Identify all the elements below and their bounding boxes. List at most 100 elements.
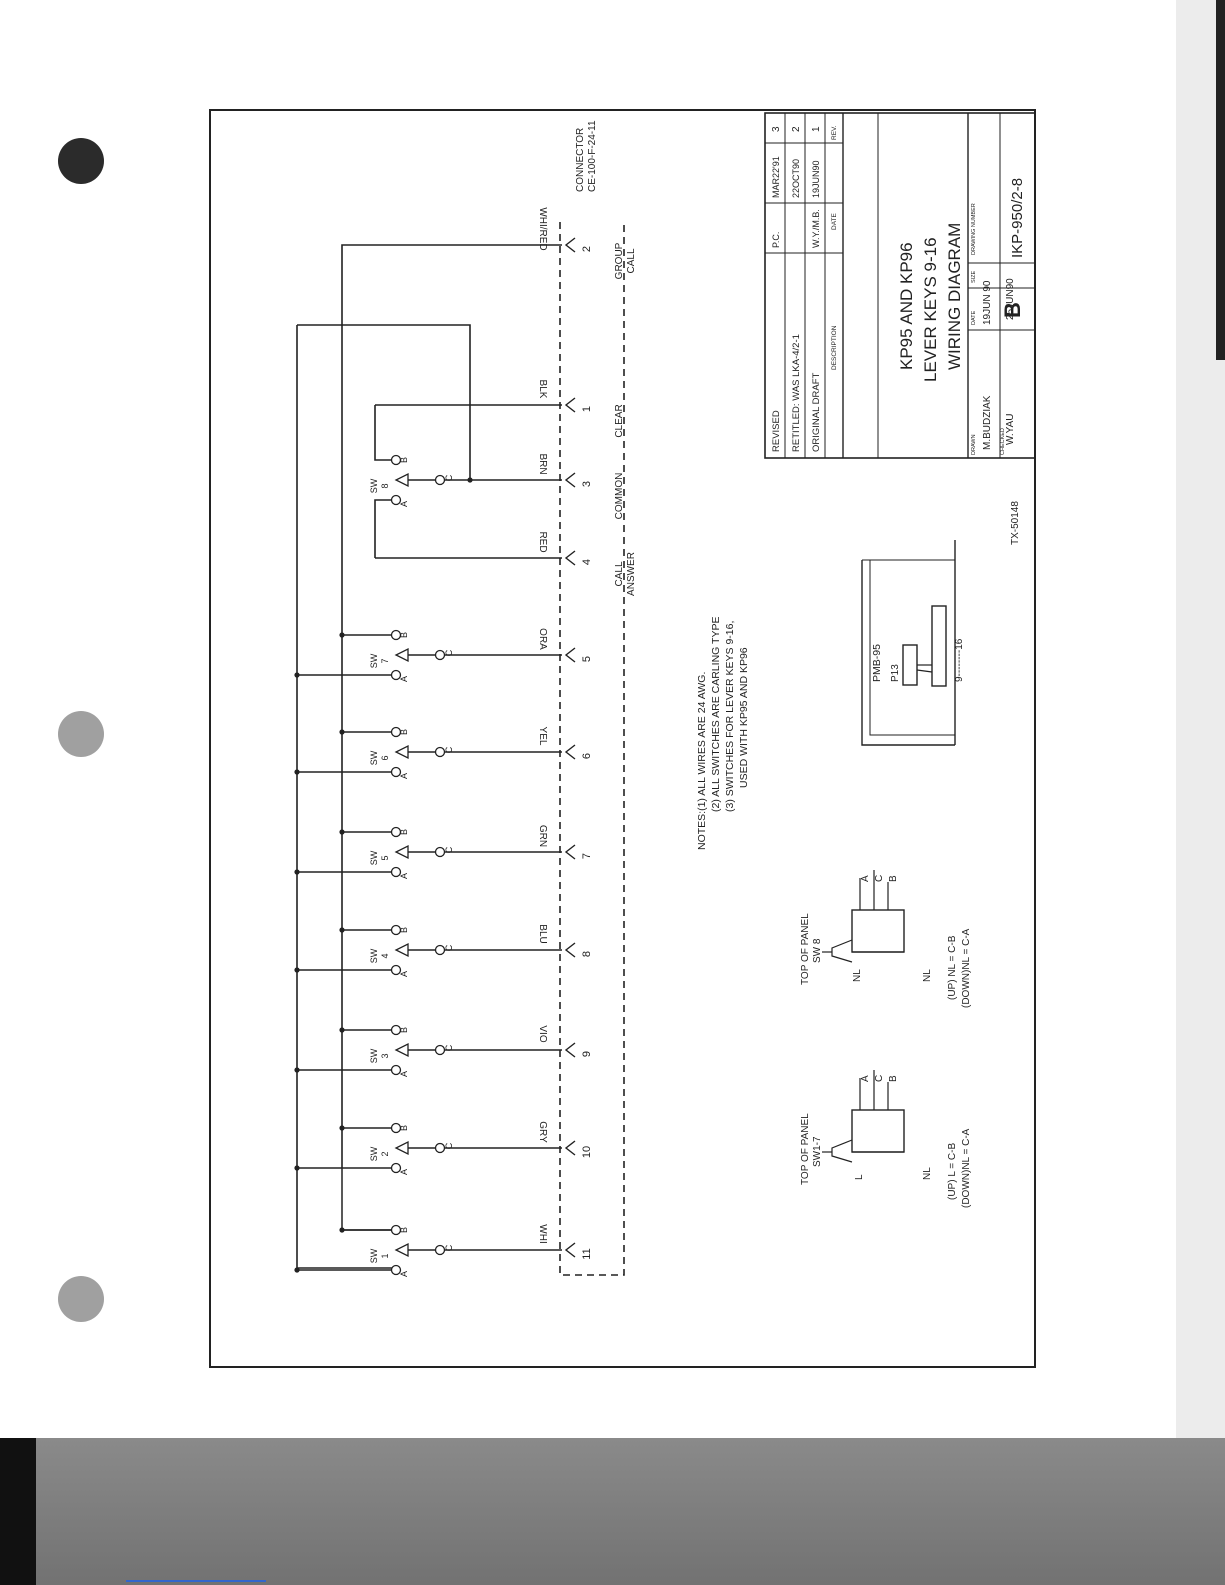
switch-terminal-b-label: B <box>399 1227 409 1233</box>
switch-label: SW <box>369 948 379 963</box>
contact-icon <box>564 1140 576 1156</box>
junction-dot <box>294 672 300 678</box>
wire-color-label: RED <box>537 531 548 552</box>
junction-dot <box>339 1125 345 1131</box>
pin-number: 11 <box>581 1248 593 1259</box>
contact-icon <box>564 397 576 413</box>
revision-description: ORIGINAL DRAFT <box>811 372 822 452</box>
panel-sw17-title-1: TOP OF PANEL <box>800 1113 811 1185</box>
switch-lever-icon <box>394 1242 409 1258</box>
switch-terminal-a-label: A <box>399 971 409 977</box>
drawing-size: B <box>1000 302 1025 318</box>
switch-lever-icon <box>394 1042 409 1058</box>
switch-terminal-b-label: B <box>399 1027 409 1033</box>
switch-label: SW <box>369 478 379 493</box>
pin-number: 2 <box>581 246 593 252</box>
switch-terminal-a-label: A <box>399 1271 409 1277</box>
rev-header-date: DATE <box>831 212 838 230</box>
checked-date: 25JUN90 <box>1005 278 1016 320</box>
signal-name: CALL <box>614 561 625 586</box>
drawing-number: IKP-950/2-8 <box>1009 178 1026 258</box>
panel-sw8-top-label: NL <box>852 969 863 982</box>
switch-terminal-c-label: C <box>444 1044 454 1051</box>
switch-number: 6 <box>380 755 390 760</box>
wire-color-label: GRY <box>537 1121 548 1143</box>
contact-icon <box>564 844 576 860</box>
revision-by: P.C. <box>771 232 781 248</box>
junction-dot <box>339 632 345 638</box>
panel-sw8-title-2: SW 8 <box>812 938 823 963</box>
switch-label: SW <box>369 1048 379 1063</box>
drawing-title-line-3: WIRING DIAGRAM <box>945 223 964 370</box>
panel-sw17-legend-up: (UP) L = C-B <box>947 1143 958 1200</box>
drawn-label: DRAWN <box>971 434 977 455</box>
drawing-title-line-2: LEVER KEYS 9-16 <box>921 237 940 382</box>
switch-terminal-c-label: C <box>444 1142 454 1149</box>
switch-terminal-a-label: A <box>399 773 409 779</box>
contact-icon <box>564 550 576 566</box>
wire-color-label: WHI/RED <box>537 207 548 250</box>
terminal-c-icon <box>434 944 446 956</box>
switch-terminal-c-label: C <box>444 1244 454 1251</box>
switch-number: 1 <box>380 1253 390 1258</box>
switch-terminal-c-label: C <box>444 746 454 753</box>
revision-number: 3 <box>771 126 782 132</box>
switch-terminal-b-label: B <box>399 1125 409 1131</box>
rev-header-description: DESCRIPTION <box>831 325 838 370</box>
junction-dot <box>294 869 300 875</box>
note-2: (2) ALL SWITCHES ARE CARLING TYPE <box>710 617 722 812</box>
notes-block: NOTES:(1) ALL WIRES ARE 24 AWG. (2) ALL … <box>696 617 750 850</box>
revision-number: 1 <box>811 126 822 132</box>
pin-number: 10 <box>581 1146 593 1158</box>
switch-terminal-b-label: B <box>399 729 409 735</box>
drawn-date: 19JUN 90 <box>982 280 993 325</box>
pin-number: 5 <box>581 656 593 662</box>
terminal-c-icon <box>434 746 446 758</box>
revision-description: REVISED <box>771 410 782 452</box>
panel-detail-sw1-7: TOP OF PANEL SW1-7 A C B L <box>800 1070 972 1208</box>
junction-dot <box>339 729 345 735</box>
revision-number: 2 <box>791 126 802 132</box>
wire-color-label: BLU <box>537 924 548 943</box>
wire-line <box>341 244 562 330</box>
pcb-detail: PMB-95 P13 9--------16 <box>861 540 965 746</box>
panel-sw8-title-1: TOP OF PANEL <box>800 913 811 985</box>
signal-name: CALL <box>626 248 637 273</box>
checked-by: W.YAU <box>1005 414 1016 445</box>
panel-sw17-bottom-label: NL <box>922 1167 933 1180</box>
scanner-band <box>0 1438 1225 1585</box>
checked-label: CHECKED <box>1000 428 1006 455</box>
pcb-board-label: PMB-95 <box>871 644 883 682</box>
pin-number: 7 <box>581 853 593 859</box>
contact-icon <box>564 472 576 488</box>
switch-terminal-a-label: A <box>399 1169 409 1175</box>
rev-header-rev: REV. <box>831 125 838 140</box>
panel-sw8-pin-b: B <box>888 875 899 882</box>
pin-number: 3 <box>581 481 593 487</box>
wire-color-label: WHI <box>537 1224 548 1243</box>
revision-description: RETITLED: WAS LKA-4/2-1 <box>791 334 802 452</box>
terminal-b-icon <box>390 454 402 466</box>
panel-sw17-legend-down: (DOWN)NL = C-A <box>961 1128 972 1208</box>
revision-by: W.Y./M.B. <box>811 209 821 248</box>
panel-sw8-bottom-label: NL <box>922 969 933 982</box>
wire-color-label: BRN <box>537 453 548 474</box>
pin-number: 1 <box>581 406 593 412</box>
contact-icon <box>564 744 576 760</box>
date-label: DATE <box>971 310 977 325</box>
switch-terminal-b-label: B <box>399 829 409 835</box>
switch-lever-icon <box>394 844 409 860</box>
switch-lever-icon <box>394 1140 409 1156</box>
panel-sw8-legend-down: (DOWN)NL = C-A <box>961 928 972 1008</box>
contact-icon <box>564 1042 576 1058</box>
revision-date: MAR22'91 <box>771 156 781 198</box>
switch-label: SW <box>369 653 379 668</box>
connector-part-number: CE-100-F-24-11 <box>587 120 598 192</box>
wire-color-label: ORA <box>537 628 548 650</box>
panel-sw17-title-2: SW1-7 <box>812 1136 823 1167</box>
